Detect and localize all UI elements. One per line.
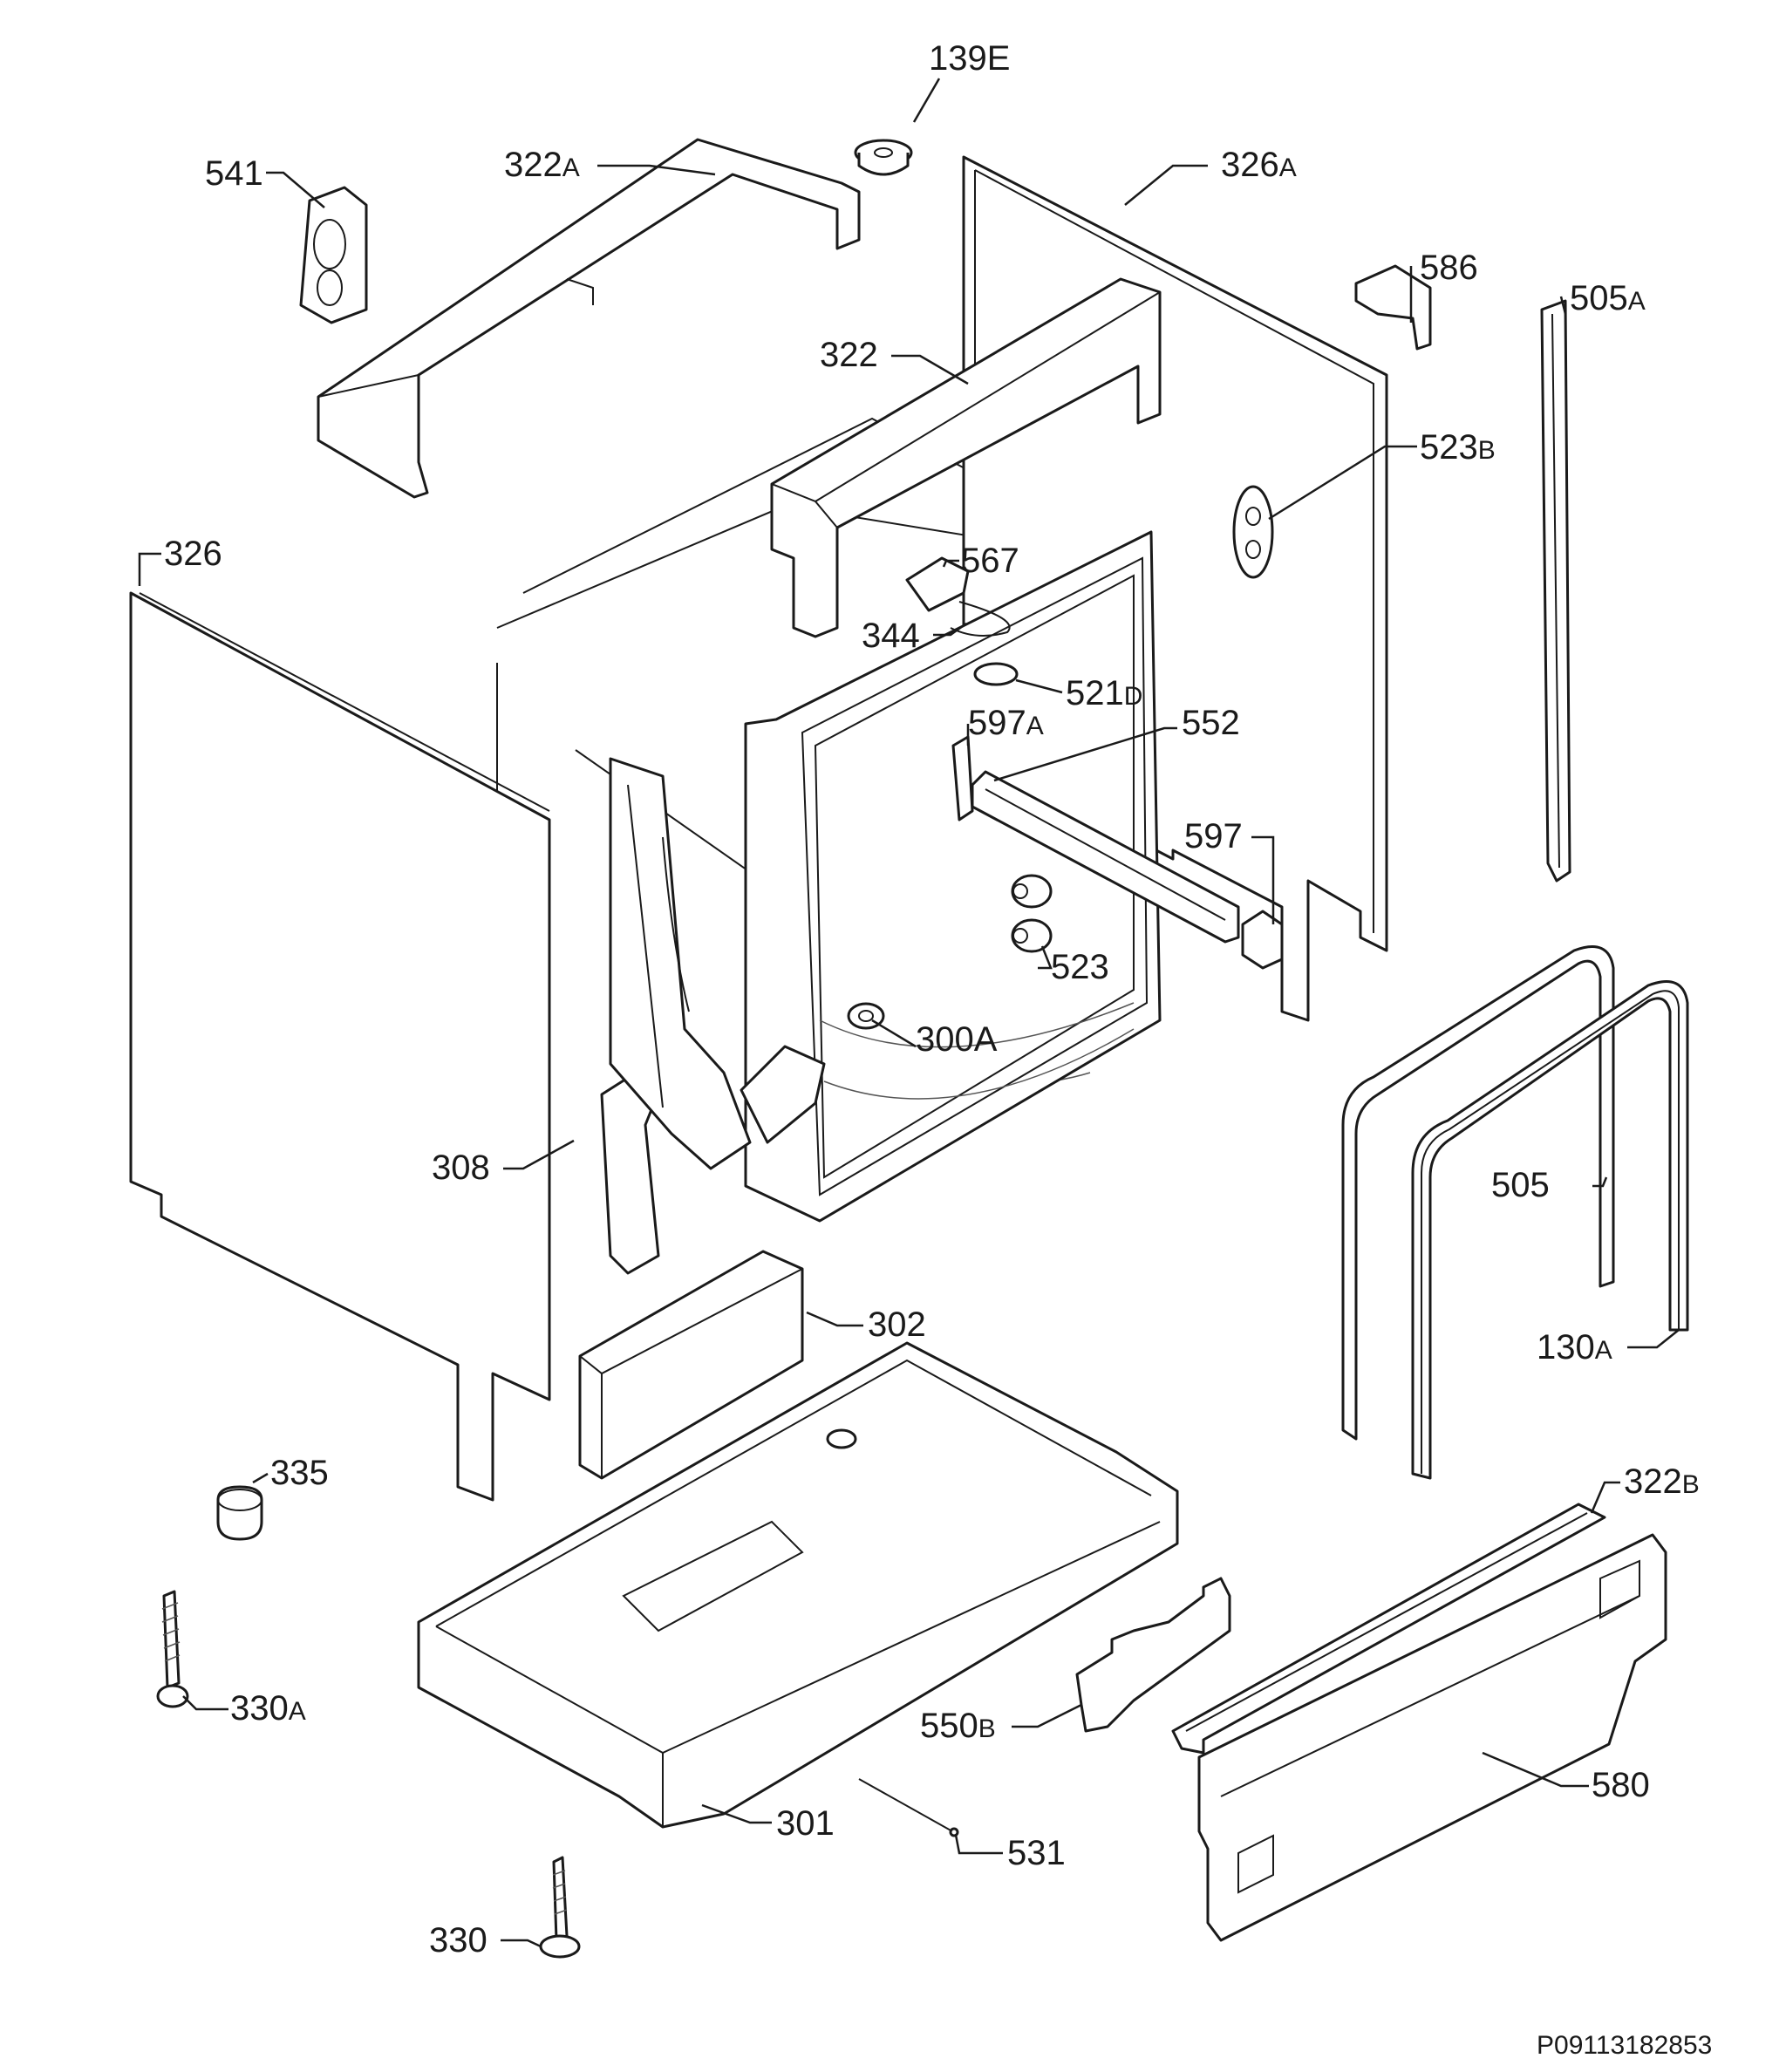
label-number: 330 [230, 1689, 289, 1728]
part-tub-front-frame [744, 530, 1162, 1223]
label-number: 330 [429, 1921, 487, 1960]
label-number: 523 [1051, 948, 1109, 986]
label-335: 335 [270, 1454, 329, 1492]
label-number: 531 [1007, 1834, 1066, 1872]
label-326: 326 [164, 535, 222, 573]
label-326a: 326A [1221, 146, 1297, 184]
part-597-end-cap [1241, 910, 1284, 970]
part-322a-top-rail [317, 138, 861, 499]
reference-code: P09113182853 [1537, 2031, 1712, 2060]
label-number: 302 [868, 1305, 926, 1344]
label-number: 541 [205, 154, 263, 193]
label-300a: 300A [916, 1020, 998, 1059]
part-344-spring [950, 601, 1011, 637]
label-number: 335 [270, 1454, 329, 1492]
label-552: 552 [1182, 704, 1240, 742]
part-505-seal [1341, 945, 1615, 1441]
label-523: 523 [1051, 948, 1109, 986]
label-139e: 139E [929, 39, 1010, 78]
label-number: 301 [776, 1804, 835, 1843]
label-531: 531 [1007, 1834, 1066, 1872]
label-308: 308 [432, 1148, 490, 1187]
label-541: 541 [205, 154, 263, 193]
label-521d: 521D [1066, 674, 1142, 712]
label-number: 567 [961, 542, 1019, 580]
label-number: 505 [1491, 1166, 1550, 1204]
part-531-rod [858, 1778, 959, 1837]
label-number: 344 [862, 617, 920, 655]
label-550b: 550B [920, 1707, 996, 1745]
label-586: 586 [1420, 249, 1478, 287]
part-505a-seal [1540, 299, 1571, 883]
label-number: 326 [164, 535, 222, 573]
label-number: 597 [1184, 817, 1243, 855]
label-number: 505 [1570, 279, 1628, 317]
label-number: 586 [1420, 249, 1478, 287]
label-505a: 505A [1570, 279, 1646, 317]
label-number: 322 [504, 146, 562, 184]
label-suffix: A [1026, 712, 1044, 740]
part-308-hinge [600, 757, 826, 1275]
label-suffix: B [978, 1714, 996, 1743]
label-number: 521 [1066, 674, 1124, 712]
label-suffix: A [1628, 287, 1646, 316]
part-326-side-panel [129, 591, 551, 1502]
label-567: 567 [961, 542, 1019, 580]
part-567-clip [905, 556, 970, 612]
leader-lines [138, 78, 1680, 1948]
part-523-grommet [1011, 874, 1053, 953]
label-130a: 130A [1537, 1328, 1612, 1367]
part-130a-seal [1411, 980, 1689, 1480]
label-number: 300A [916, 1020, 998, 1059]
part-541-clip [299, 186, 368, 324]
label-number: 139E [929, 39, 1010, 78]
label-suffix: A [562, 153, 580, 182]
label-580: 580 [1592, 1766, 1650, 1804]
part-335-foot [216, 1485, 263, 1541]
part-302-front-plate [578, 1250, 804, 1480]
label-number: 326 [1221, 146, 1279, 184]
part-301-base-frame [417, 1341, 1179, 1829]
label-322a: 322A [504, 146, 580, 184]
label-597a: 597A [968, 704, 1044, 742]
part-550b-bracket [1075, 1577, 1231, 1733]
part-139e-cap [854, 139, 913, 176]
part-330-screw [539, 1856, 581, 1959]
label-322b: 322B [1624, 1462, 1700, 1501]
label-597: 597 [1184, 817, 1243, 855]
label-suffix: B [1682, 1470, 1700, 1499]
label-number: 550 [920, 1707, 978, 1745]
label-330: 330 [429, 1921, 487, 1960]
label-505: 505 [1491, 1166, 1550, 1204]
label-322: 322 [820, 336, 878, 374]
label-344: 344 [862, 617, 920, 655]
label-number: 552 [1182, 704, 1240, 742]
label-number: 580 [1592, 1766, 1650, 1804]
part-322-front-rail [770, 277, 1162, 638]
label-suffix: D [1124, 682, 1143, 711]
part-322b-lower-rail [1171, 1503, 1606, 1755]
part-580-kick-plate [1197, 1533, 1667, 1942]
label-number: 523 [1420, 428, 1478, 467]
label-301: 301 [776, 1804, 835, 1843]
label-number: 308 [432, 1148, 490, 1187]
label-number: 322 [820, 336, 878, 374]
label-suffix: A [289, 1697, 306, 1726]
label-330a: 330A [230, 1689, 306, 1728]
label-number: 130 [1537, 1328, 1595, 1367]
part-597a-end-cap [951, 735, 974, 821]
label-suffix: B [1478, 436, 1496, 465]
label-number: 597 [968, 704, 1026, 742]
label-suffix: A [1279, 153, 1297, 182]
part-330a-screw [156, 1590, 189, 1708]
part-521d-plug [973, 662, 1019, 686]
label-523b: 523B [1420, 428, 1496, 467]
label-302: 302 [868, 1305, 926, 1344]
label-number: 322 [1624, 1462, 1682, 1501]
label-suffix: A [1595, 1336, 1612, 1365]
part-523b-grommet [1232, 485, 1274, 579]
